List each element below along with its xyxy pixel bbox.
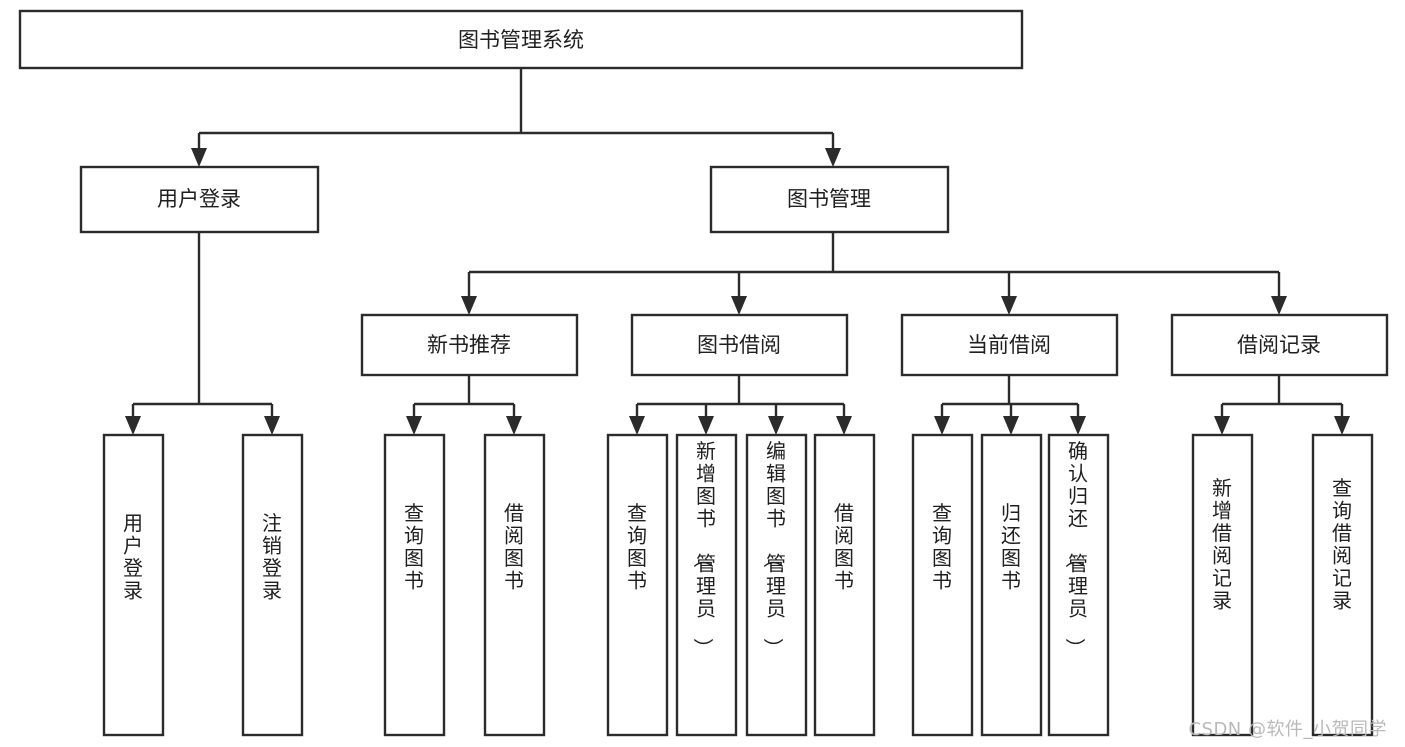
arrow-head-icon — [825, 148, 841, 167]
node-leaf-10-label: 归还图书 — [1001, 501, 1021, 593]
node-leaf-3-label: 查询图书 — [404, 501, 424, 593]
node-leaf-7[interactable]: 编辑图书（管理员） — [745, 433, 808, 737]
node-root[interactable]: 图书管理系统 — [18, 9, 1024, 70]
arrow-head-icon — [1001, 296, 1017, 315]
node-leaf-6-label: 新增图书（管理员） — [691, 439, 716, 658]
node-leaf-5-label: 查询图书 — [627, 501, 647, 593]
arrow-head-icon — [731, 296, 747, 315]
node-leaf-6[interactable]: 新增图书（管理员） — [675, 433, 738, 737]
node-leaf-1-label: 用户登录 — [123, 511, 143, 603]
connector-bookmanage-to-level3 — [461, 232, 1287, 315]
node-new-book-rec[interactable]: 新书推荐 — [360, 313, 579, 377]
arrow-head-icon — [1334, 416, 1350, 435]
node-current-borrow[interactable]: 当前借阅 — [900, 313, 1119, 377]
arrow-head-icon — [836, 416, 852, 435]
node-leaf-1[interactable]: 用户登录 — [102, 433, 165, 737]
arrow-head-icon — [125, 416, 141, 435]
arrow-head-icon — [406, 416, 422, 435]
arrow-head-icon — [506, 416, 522, 435]
node-book-manage[interactable]: 图书管理 — [709, 165, 950, 234]
node-user-login-label: 用户登录 — [157, 187, 241, 211]
node-leaf-9[interactable]: 查询图书 — [911, 433, 974, 737]
node-leaf-13-label: 查询借阅记录 — [1332, 476, 1352, 613]
node-leaf-11[interactable]: 确认归还（管理员） — [1047, 433, 1110, 737]
arrow-head-icon — [264, 416, 280, 435]
node-leaf-11-label: 确认归还（管理员） — [1063, 439, 1088, 658]
connector-userlogin-to-leaves — [125, 232, 280, 435]
node-leaf-5[interactable]: 查询图书 — [606, 433, 669, 737]
node-leaf-9-label: 查询图书 — [932, 501, 952, 593]
node-user-login[interactable]: 用户登录 — [79, 165, 320, 234]
connector-currentborrow-to-leaves — [934, 375, 1086, 435]
node-leaf-8-label: 借阅图书 — [834, 501, 854, 593]
node-leaf-12[interactable]: 新增借阅记录 — [1191, 433, 1254, 737]
arrow-head-icon — [698, 416, 714, 435]
node-current-borrow-label: 当前借阅 — [967, 333, 1051, 357]
arrow-head-icon — [934, 416, 950, 435]
node-borrow-record-label: 借阅记录 — [1237, 333, 1321, 357]
node-leaf-2[interactable]: 注销登录 — [241, 433, 304, 737]
node-leaf-4[interactable]: 借阅图书 — [483, 433, 546, 737]
arrow-head-icon — [629, 416, 645, 435]
connector-root-to-level2 — [191, 68, 841, 167]
node-borrow-record[interactable]: 借阅记录 — [1170, 313, 1389, 377]
connector-newbookrec-to-leaves — [406, 375, 522, 435]
node-root-label: 图书管理系统 — [458, 28, 584, 52]
node-book-borrow-label: 图书借阅 — [697, 333, 781, 357]
node-leaf-10[interactable]: 归还图书 — [980, 433, 1043, 737]
node-leaf-4-label: 借阅图书 — [504, 501, 524, 593]
arrow-head-icon — [1003, 416, 1019, 435]
node-leaf-8[interactable]: 借阅图书 — [813, 433, 876, 737]
connector-bookborrow-to-leaves — [629, 375, 852, 435]
node-new-book-rec-label: 新书推荐 — [427, 333, 511, 357]
node-book-manage-label: 图书管理 — [787, 187, 871, 211]
arrow-head-icon — [1271, 296, 1287, 315]
node-leaf-3[interactable]: 查询图书 — [383, 433, 446, 737]
node-book-borrow[interactable]: 图书借阅 — [630, 313, 849, 377]
node-leaf-13[interactable]: 查询借阅记录 — [1311, 433, 1374, 737]
connector-borrowrecord-to-leaves — [1214, 375, 1350, 435]
arrow-head-icon — [1070, 416, 1086, 435]
node-leaf-12-label: 新增借阅记录 — [1212, 476, 1232, 613]
arrow-head-icon — [461, 296, 477, 315]
arrow-head-icon — [768, 416, 784, 435]
arrow-head-icon — [1214, 416, 1230, 435]
arrow-head-icon — [191, 148, 207, 167]
node-leaf-2-label: 注销登录 — [262, 511, 282, 603]
node-leaf-7-label: 编辑图书（管理员） — [761, 439, 786, 658]
